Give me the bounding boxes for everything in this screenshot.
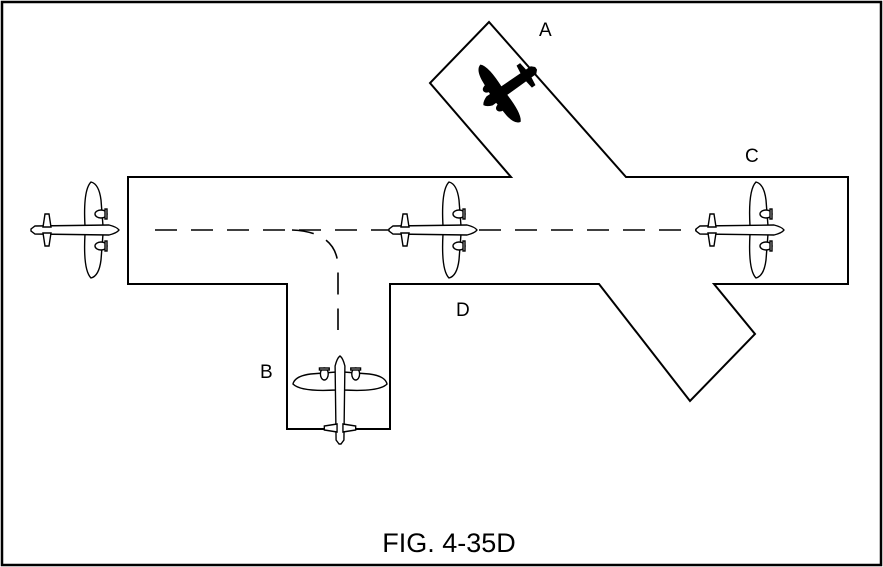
label-a: A	[539, 20, 552, 41]
taxi-path-turn	[291, 229, 339, 330]
label-d: D	[456, 300, 470, 321]
label-b: B	[260, 362, 273, 383]
figure-caption: FIG. 4-35D	[382, 528, 516, 558]
taxiway-outline	[127, 20, 849, 430]
label-c: C	[745, 146, 759, 167]
